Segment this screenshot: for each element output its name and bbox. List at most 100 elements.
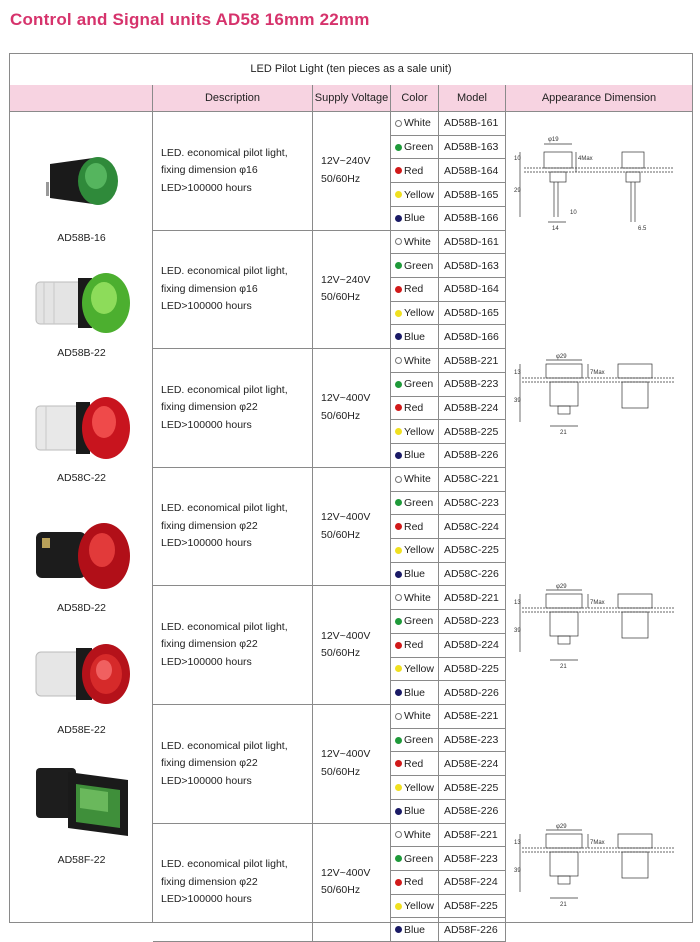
color-cell: Blue [391, 444, 439, 468]
model-cell: AD58D-161 [439, 230, 506, 255]
description-line: LED>100000 hours [161, 300, 252, 313]
color-dot-icon [395, 238, 402, 246]
dim-label: 7Max [590, 370, 605, 376]
color-cell: Red [391, 159, 439, 184]
description-line: LED. economical pilot light, [161, 146, 288, 159]
color-dot-icon [395, 285, 402, 293]
model-cell: AD58E-225 [439, 776, 506, 800]
color-dot-icon [395, 807, 402, 815]
description-line: fixing dimension φ16 [161, 282, 258, 295]
dimension-drawing-22mm-f: φ29 7Max 13 39 21 [514, 824, 674, 908]
model-cell: AD58D-221 [439, 586, 506, 611]
color-dot-icon [395, 594, 402, 602]
color-label: Yellow [404, 900, 434, 913]
dim-label: φ29 [556, 584, 567, 590]
product-table: LED Pilot Light (ten pieces as a sale un… [9, 53, 693, 942]
color-cell: Red [391, 752, 439, 777]
model-cell: AD58E-221 [439, 705, 506, 729]
color-label: Red [404, 164, 424, 177]
color-dot-icon [395, 617, 402, 625]
model-cell: AD58B-166 [439, 206, 506, 231]
color-cell: Blue [391, 325, 439, 350]
color-label: White [404, 828, 431, 841]
color-label: White [404, 473, 431, 486]
color-label: Green [404, 734, 434, 747]
model-cell: AD58D-163 [439, 254, 506, 279]
color-dot-icon [395, 428, 402, 436]
description-cell: LED. economical pilot light,fixing dimen… [153, 586, 313, 705]
color-label: Red [404, 639, 424, 652]
color-dot-icon [395, 831, 402, 839]
description-cell: LED. economical pilot light,fixing dimen… [153, 705, 313, 824]
color-label: Green [404, 615, 434, 628]
color-label: White [404, 235, 431, 248]
color-label: Yellow [404, 662, 434, 675]
color-dot-icon [395, 475, 402, 483]
product-label: AD58C-22 [56, 472, 107, 484]
supply-line: 50/60Hz [321, 765, 361, 778]
header-blank [10, 85, 153, 112]
supply-voltage-cell: 12V~400V 50/60Hz [313, 349, 391, 468]
description-line: LED. economical pilot light, [161, 502, 288, 515]
dim-label: 29 [514, 188, 521, 194]
color-cell: Blue [391, 206, 439, 231]
description-line: LED>100000 hours [161, 418, 252, 431]
model-cell: AD58E-223 [439, 728, 506, 753]
description-line: fixing dimension φ16 [161, 164, 258, 177]
dim-label: 13 [514, 840, 521, 846]
color-dot-icon [395, 855, 402, 863]
dim-label: 13 [514, 370, 521, 376]
model-cell: AD58B-224 [439, 396, 506, 421]
product-label: AD58E-22 [57, 724, 106, 736]
description-line: LED. economical pilot light, [161, 265, 288, 278]
model-cell: AD58D-224 [439, 633, 506, 658]
color-cell: White [391, 586, 439, 611]
color-cell: Blue [391, 681, 439, 705]
color-cell: Yellow [391, 301, 439, 326]
header-appearance-dimension: Appearance Dimension [506, 85, 692, 112]
model-cell: AD58D-164 [439, 278, 506, 302]
color-dot-icon [395, 570, 402, 578]
color-cell: Yellow [391, 420, 439, 445]
color-cell: Blue [391, 799, 439, 824]
color-cell: Yellow [391, 894, 439, 919]
dim-label: φ19 [548, 137, 559, 143]
model-cell: AD58F-223 [439, 847, 506, 872]
color-dot-icon [395, 309, 402, 317]
description-line: fixing dimension φ22 [161, 875, 258, 888]
color-dot-icon [395, 143, 402, 151]
description-line: LED>100000 hours [161, 181, 252, 194]
description-line: LED>100000 hours [161, 893, 252, 906]
color-label: Blue [404, 923, 426, 936]
color-cell: Yellow [391, 657, 439, 682]
supply-line: 12V~400V [321, 866, 371, 879]
color-dot-icon [395, 357, 402, 365]
dim-label: 21 [560, 902, 567, 908]
description-line: LED. economical pilot light, [161, 620, 288, 633]
supply-line: 50/60Hz [321, 409, 361, 422]
color-dot-icon [395, 404, 402, 412]
model-cell: AD58B-164 [439, 159, 506, 184]
model-cell: AD58B-225 [439, 420, 506, 445]
color-dot-icon [395, 167, 402, 175]
color-label: White [404, 710, 431, 723]
color-cell: Green [391, 728, 439, 753]
model-cell: AD58B-223 [439, 372, 506, 397]
model-cell: AD58B-221 [439, 349, 506, 373]
product-label: AD58B-16 [57, 232, 106, 244]
color-dot-icon [395, 665, 402, 673]
header-supply-voltage: Supply Voltage [313, 85, 391, 112]
supply-line: 12V~400V [321, 392, 371, 405]
color-label: Green [404, 378, 434, 391]
model-cell: AD58C-226 [439, 562, 506, 587]
color-label: Green [404, 852, 434, 865]
model-cell: AD58E-224 [439, 752, 506, 777]
color-cell: Red [391, 396, 439, 421]
color-cell: White [391, 467, 439, 492]
dim-label: 4Max [578, 156, 593, 162]
color-dot-icon [395, 523, 402, 531]
